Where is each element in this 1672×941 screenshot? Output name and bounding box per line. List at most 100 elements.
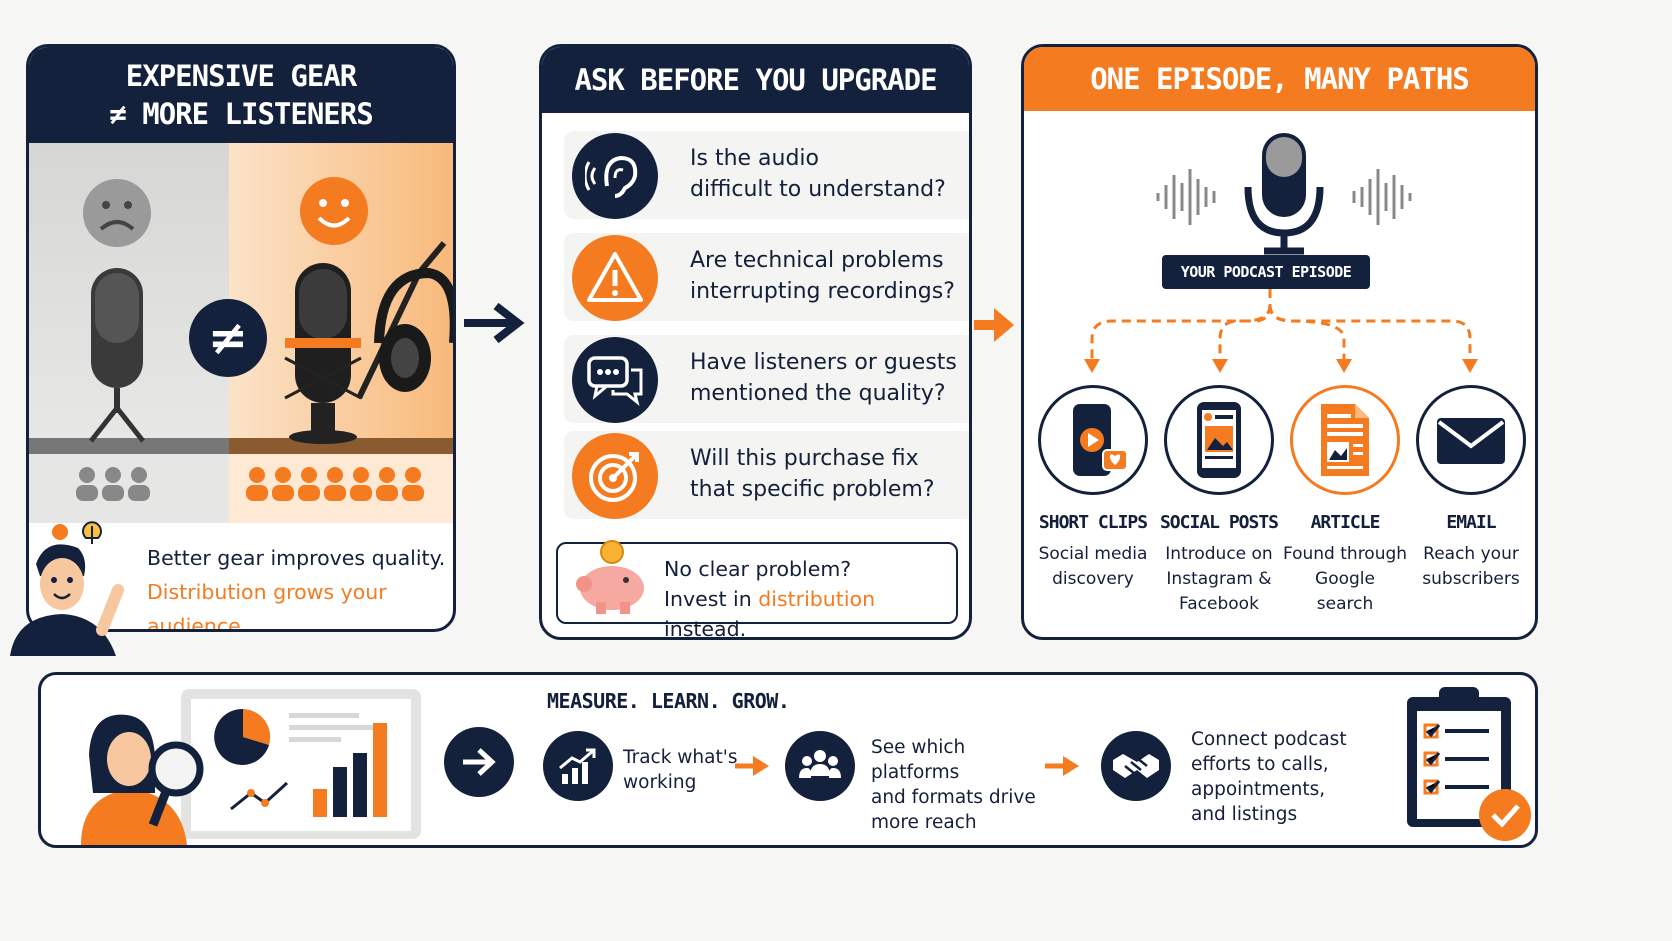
social-post-icon (1197, 402, 1241, 478)
path-desc-line: subscribers (1422, 569, 1520, 589)
social-posts-icon-circle (1164, 385, 1274, 495)
checkmark-icon (1479, 789, 1531, 841)
budget-mic-illustration (29, 179, 229, 523)
path-title: SOCIAL POSTS (1159, 512, 1279, 533)
step-line: and formats drive (871, 787, 1036, 808)
ask-before-upgrade-panel: ASK BEFORE YOU UPGRADE Is the audio diff… (539, 44, 972, 640)
step-line: efforts to calls, (1191, 754, 1329, 775)
tip-prefix: Invest in (664, 587, 759, 611)
step-line: working (623, 772, 697, 793)
headphones-icon (374, 267, 453, 344)
question-text-line2: that specific problem? (690, 477, 935, 502)
path-description: Reach your subscribers (1401, 542, 1535, 592)
question-text-line1: Are technical problems (690, 248, 944, 273)
not-equal-symbol: ≠ (207, 310, 249, 366)
tip-suffix: instead. (664, 617, 747, 640)
panel2-header: ASK BEFORE YOU UPGRADE (542, 47, 969, 113)
path-desc-line: Reach your (1423, 544, 1519, 564)
premium-mic-illustration (229, 177, 453, 523)
ear-icon (572, 133, 658, 219)
panel3-title: ONE EPISODE, MANY PATHS (1090, 62, 1470, 96)
phone-video-icon (1073, 404, 1128, 476)
many-paths-panel: ONE EPISODE, MANY PATHS YOUR PODCAST EPI… (1021, 44, 1538, 640)
warning-icon (572, 235, 658, 321)
path-desc-line: Instagram & (1166, 569, 1272, 589)
handshake-icon (1101, 731, 1171, 801)
not-equal-icon: ≠ (189, 299, 267, 377)
question-text-line1: Will this purchase fix (690, 446, 919, 471)
panel1-title-line2: ≠ MORE LISTENERS (109, 97, 373, 131)
panel1-header: EXPENSIVE GEAR ≠ MORE LISTENERS (29, 47, 453, 143)
podcast-mic-icon (1156, 133, 1412, 255)
sad-face-icon (83, 179, 151, 247)
caption-distribution: Distribution grows your audience. (147, 580, 387, 632)
target-icon (572, 433, 658, 519)
forward-arrow-icon (444, 727, 514, 797)
step-arrow-icon (1045, 756, 1079, 776)
article-icon (1321, 404, 1369, 476)
panel1-caption: Better gear improves quality. Distributi… (147, 541, 453, 632)
panel2-title: ASK BEFORE YOU UPGRADE (574, 63, 937, 97)
tip-highlight: distribution (758, 587, 876, 611)
question-row: Have listeners or guests mentioned the q… (564, 335, 969, 423)
path-title: ARTICLE (1310, 512, 1381, 533)
step-text: Connect podcast efforts to calls, appoin… (1191, 727, 1361, 827)
panel3-header: ONE EPISODE, MANY PATHS (1024, 47, 1535, 111)
distribution-tip: No clear problem? Invest in distribution… (556, 540, 958, 637)
measure-learn-grow-panel: MEASURE. LEARN. GROW. Track what's worki… (38, 672, 1538, 848)
tip-line1: No clear problem? (664, 557, 852, 581)
path-desc-line: Google (1315, 569, 1375, 589)
panel1-title-line1: EXPENSIVE GEAR (125, 59, 357, 93)
step-arrow-icon (735, 756, 769, 776)
caption-quality: Better gear improves quality. (147, 546, 446, 570)
piggy-bank-icon (576, 540, 644, 614)
question-row: Is the audio difficult to understand? (564, 131, 969, 219)
arrow-right-icon (464, 302, 525, 344)
premium-gear-scene (229, 143, 453, 523)
clipboard-checklist-icon (1407, 687, 1531, 841)
step-text: See which platforms and formats drive mo… (871, 735, 1051, 835)
gear-vs-listeners-panel: EXPENSIVE GEAR ≠ MORE LISTENERS (26, 44, 456, 632)
question-text-line2: difficult to understand? (690, 177, 946, 202)
step-text: Track what's working (623, 745, 753, 795)
question-text-line2: mentioned the quality? (690, 381, 946, 406)
step-line: See which platforms (871, 737, 966, 783)
analytics-illustration (81, 689, 421, 845)
path-title: SHORT CLIPS (1038, 512, 1148, 533)
chat-icon (572, 337, 658, 423)
small-audience-icon (76, 467, 150, 501)
growth-chart-icon (543, 731, 613, 801)
path-description: Social media discovery (1024, 542, 1163, 592)
tip-line2: Invest in distribution instead. (664, 584, 954, 640)
short-clips-icon-circle (1038, 385, 1148, 495)
path-desc-line: Introduce on (1165, 544, 1273, 564)
question-text-line2: interrupting recordings? (690, 279, 955, 304)
arrow-right-icon (974, 308, 1014, 342)
step-line: appointments, (1191, 779, 1326, 800)
branch-connectors (1084, 289, 1478, 373)
large-audience-icon (246, 467, 424, 501)
bottom-title: MEASURE. LEARN. GROW. (547, 689, 790, 713)
lightbulb-icon (52, 524, 68, 540)
question-row: Will this purchase fix that specific pro… (564, 431, 969, 519)
path-desc-line: Facebook (1179, 594, 1259, 614)
magnifier-icon (148, 741, 204, 797)
presenter-illustration (10, 521, 124, 656)
envelope-icon (1437, 418, 1505, 464)
people-icon (785, 731, 855, 801)
budget-gear-scene (29, 143, 229, 523)
email-icon-circle (1416, 385, 1526, 495)
step-line: and listings (1191, 804, 1298, 825)
step-line: more reach (871, 812, 977, 833)
question-text-line1: Have listeners or guests (690, 350, 957, 375)
path-desc-line: discovery (1052, 569, 1134, 589)
episode-label: YOUR PODCAST EPISODE (1162, 255, 1370, 289)
step-line: Connect podcast (1191, 729, 1347, 750)
path-description: Found through Google search (1275, 542, 1415, 617)
path-desc-line: search (1316, 594, 1374, 614)
path-desc-line: Found through (1282, 544, 1408, 564)
question-row: Are technical problems interrupting reco… (564, 233, 969, 321)
article-icon-circle (1290, 385, 1400, 495)
path-desc-line: Social media (1038, 544, 1148, 564)
episode-label-text: YOUR PODCAST EPISODE (1180, 263, 1352, 281)
